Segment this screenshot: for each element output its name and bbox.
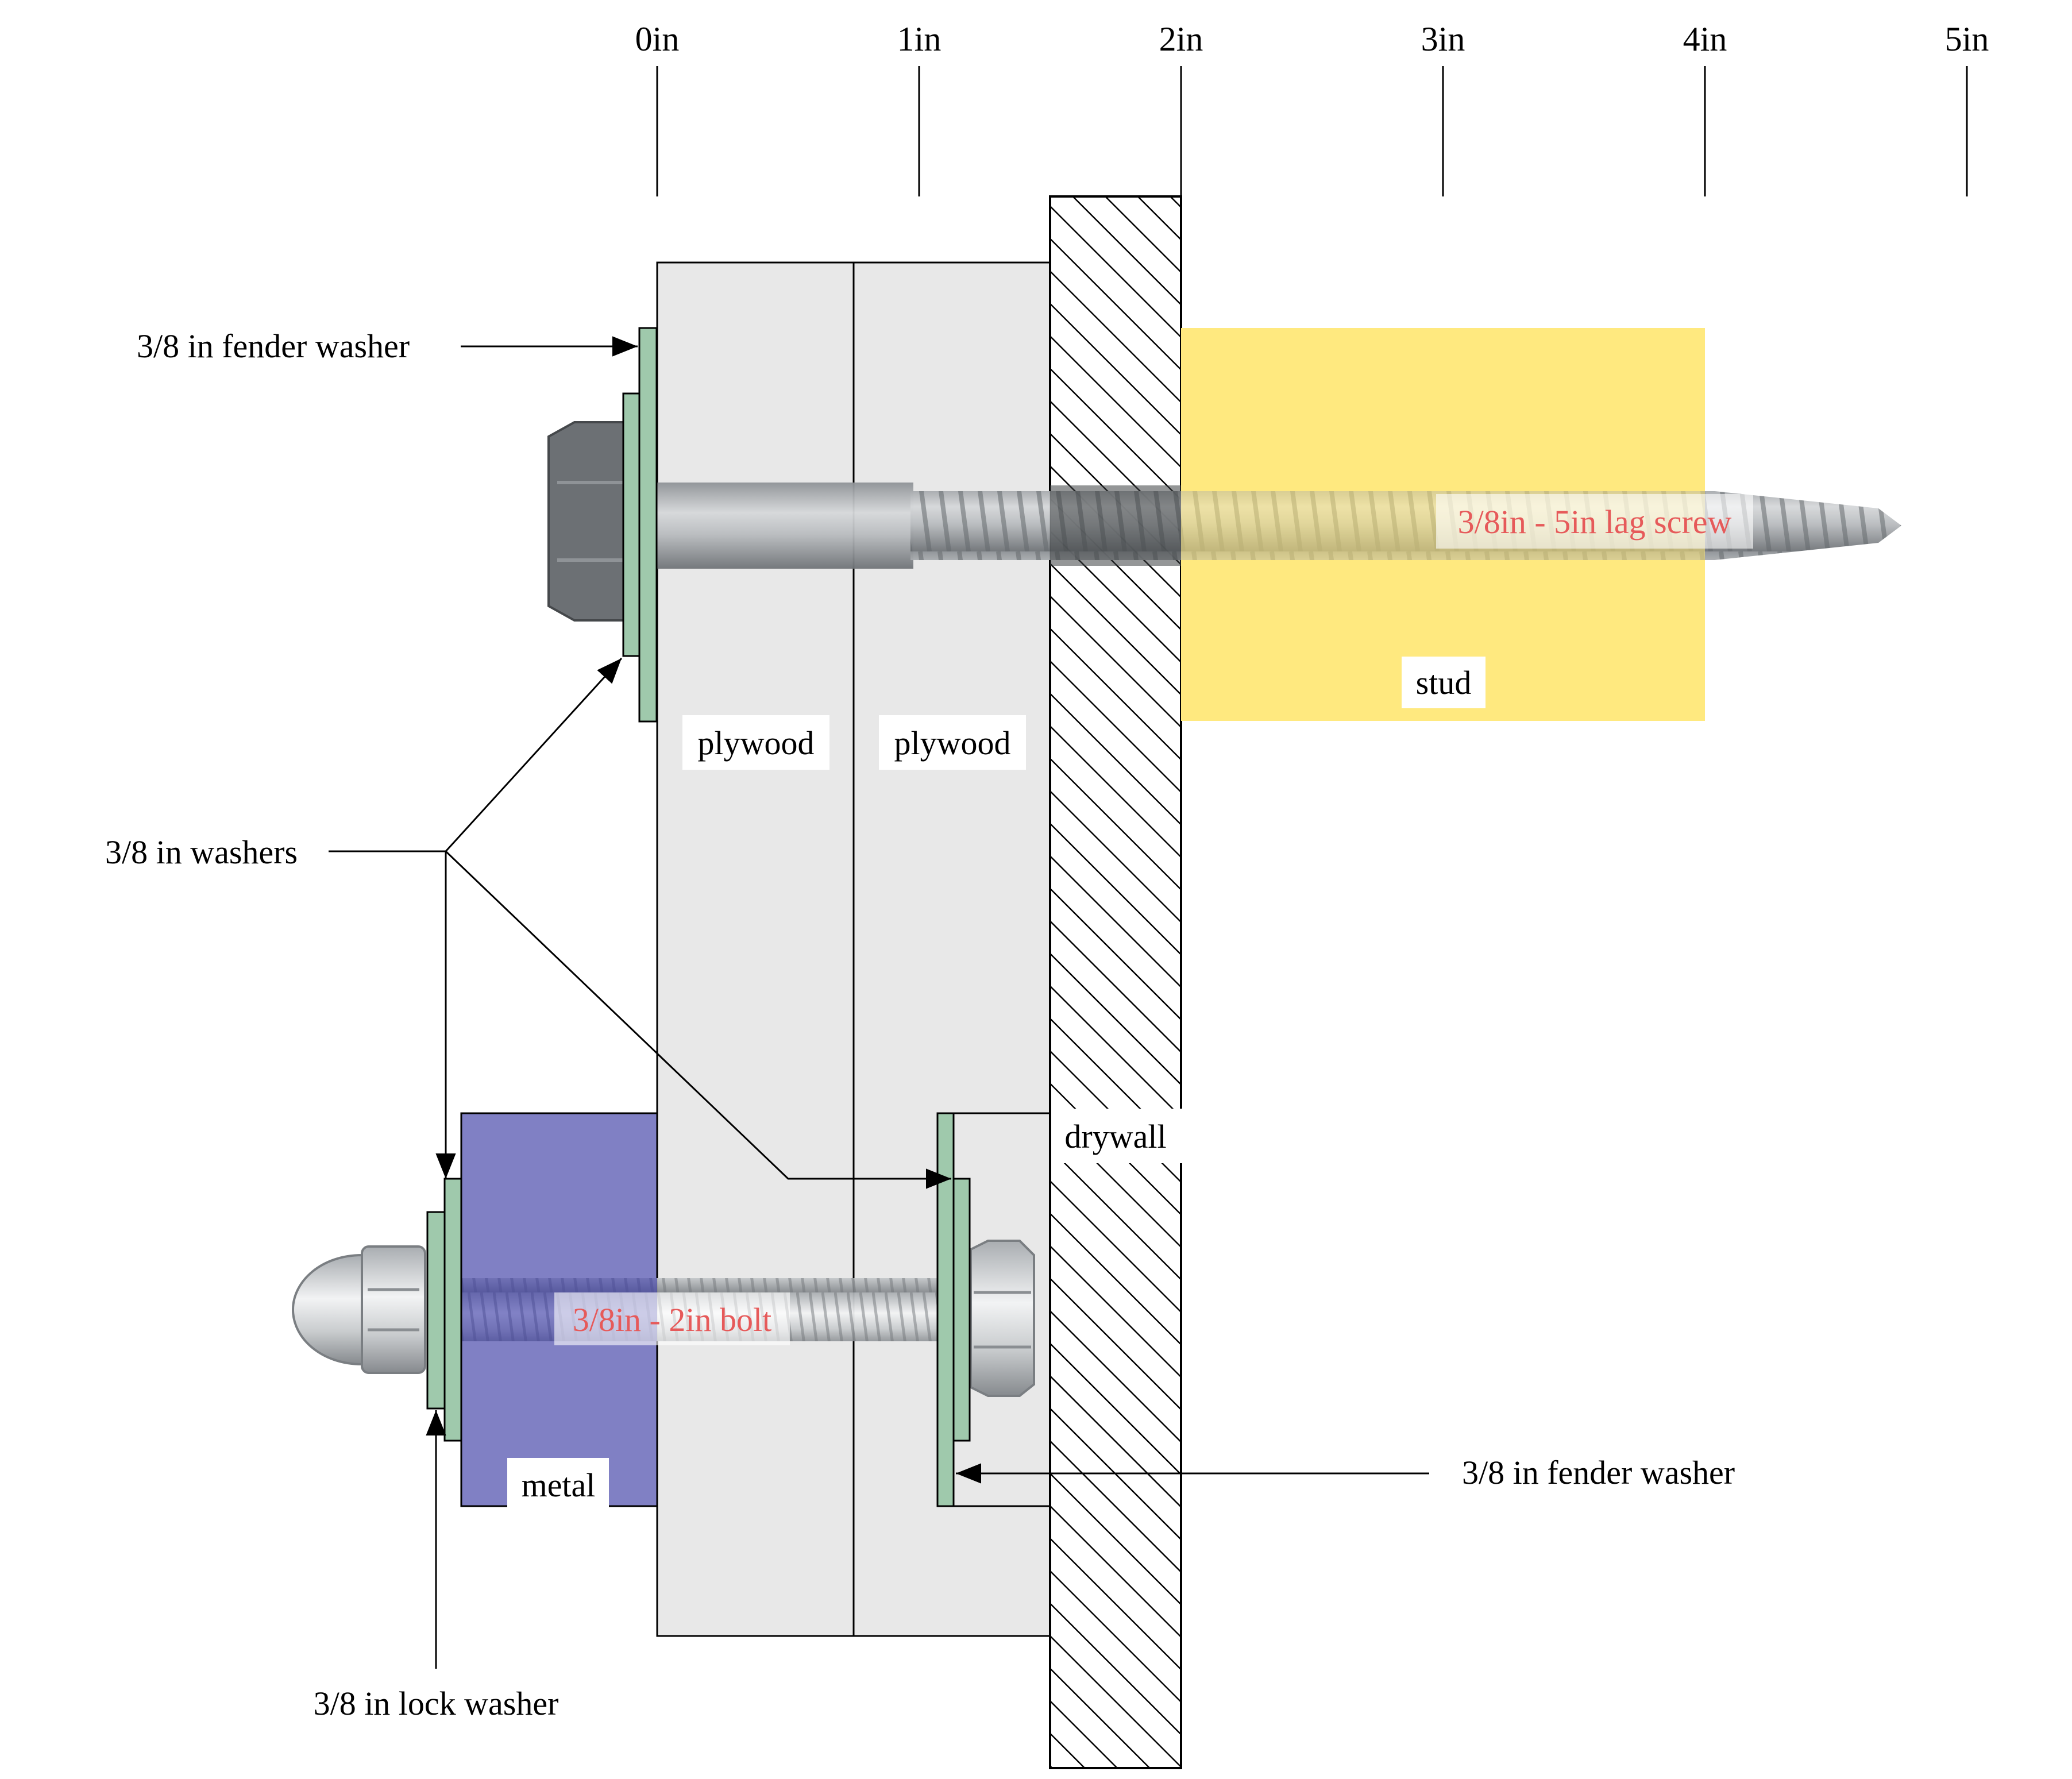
drywall-layer	[1049, 195, 1182, 1769]
ruler-tick-2: 2in	[1159, 20, 1203, 196]
fender-washer-top-label: 3/8 in fender washer	[137, 327, 410, 365]
ruler-label-0in: 0in	[635, 20, 680, 58]
plywood-panel-1	[656, 261, 855, 1637]
bolt-fender-washer	[936, 1112, 955, 1507]
label-bolt: 3/8in - 2in bolt	[554, 1292, 790, 1345]
callout-lock-washer: 3/8 in lock washer	[314, 1410, 559, 1722]
bracket-outline	[937, 1112, 1050, 1507]
label-metal: metal	[507, 1458, 609, 1511]
label-plywood-1: plywood	[682, 715, 829, 770]
lag-screw-label: 3/8in - 5in lag screw	[1458, 503, 1732, 541]
ruler-tick-4: 4in	[1683, 20, 1727, 196]
plywood-label-2: plywood	[894, 724, 1011, 762]
label-stud: stud	[1402, 657, 1485, 708]
fender-washer-bottom-label: 3/8 in fender washer	[1462, 1454, 1735, 1491]
ruler-tick-5: 5in	[1945, 20, 1989, 196]
ruler-label-2in: 2in	[1159, 20, 1203, 58]
ruler: 0in 1in 2in 3in 4in 5in	[635, 20, 1989, 196]
ruler-tick-1: 1in	[897, 20, 942, 196]
ruler-label-4in: 4in	[1683, 20, 1727, 58]
bolt-washer-right	[952, 1178, 971, 1442]
bolt-washer-left	[443, 1178, 462, 1442]
washers-label: 3/8 in washers	[105, 833, 298, 871]
lock-washer	[426, 1211, 446, 1410]
callout-fender-washer-bottom: 3/8 in fender washer	[956, 1454, 1735, 1491]
ruler-label-5in: 5in	[1945, 20, 1989, 58]
callout-fender-washer-top: 3/8 in fender washer	[137, 327, 638, 365]
lock-washer-label: 3/8 in lock washer	[314, 1685, 559, 1722]
ruler-tick-0: 0in	[635, 20, 680, 196]
ruler-label-1in: 1in	[897, 20, 942, 58]
acorn-nut	[291, 1245, 426, 1374]
ruler-tick-3: 3in	[1421, 20, 1465, 196]
bolt-label: 3/8in - 2in bolt	[573, 1301, 771, 1338]
lag-fender-washer	[638, 327, 658, 723]
bolt-hex-head	[970, 1240, 1035, 1397]
stud-label: stud	[1416, 664, 1472, 701]
label-drywall: drywall	[1051, 1109, 1183, 1163]
plywood-label-1: plywood	[698, 724, 815, 762]
label-plywood-2: plywood	[879, 715, 1026, 770]
ruler-label-3in: 3in	[1421, 20, 1465, 58]
drywall-label: drywall	[1064, 1118, 1166, 1155]
metal-label: metal	[522, 1467, 596, 1504]
lag-washer	[622, 392, 640, 657]
label-lag-screw: 3/8in - 5in lag screw	[1436, 494, 1753, 549]
callout-washers: 3/8 in washers	[105, 657, 951, 1189]
